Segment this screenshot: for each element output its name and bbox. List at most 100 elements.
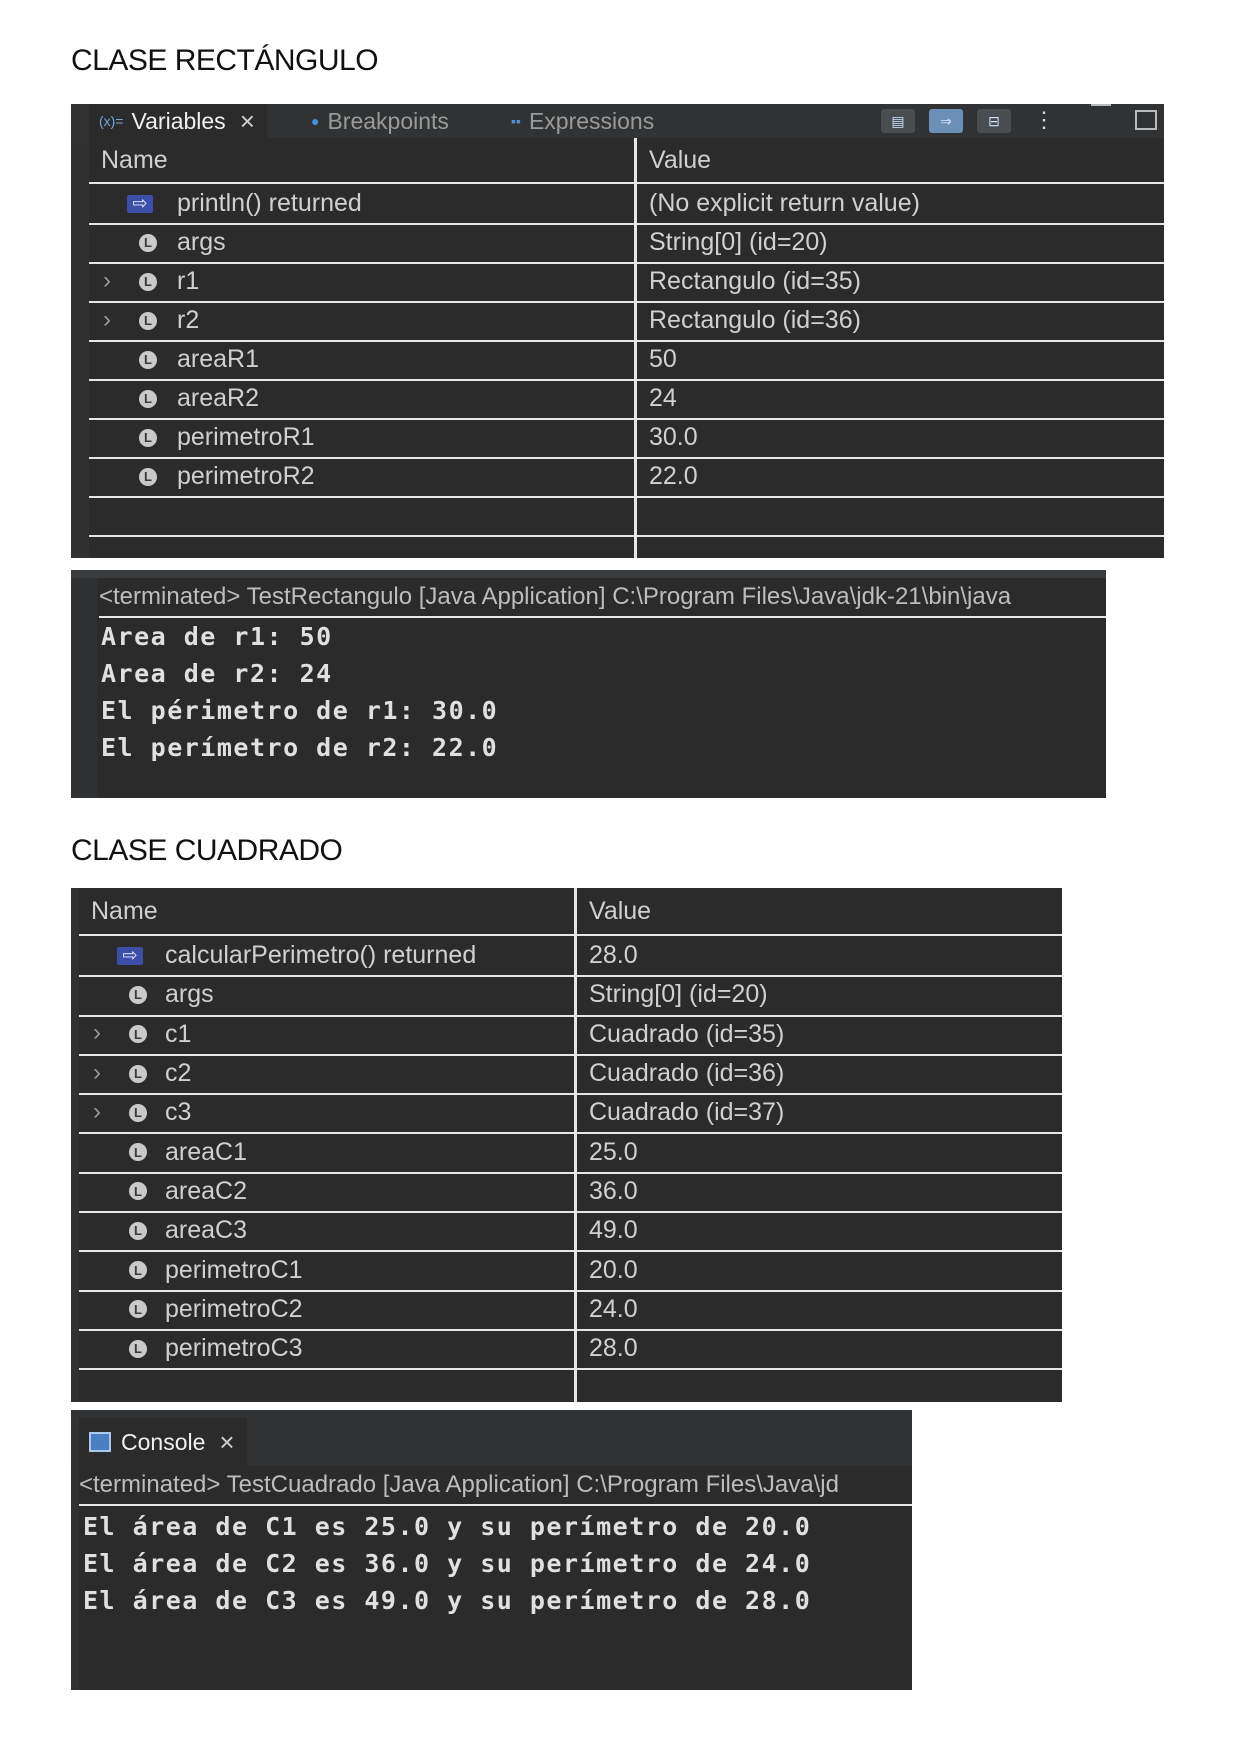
- variables-table: Name Value ⇨println() returned(No explic…: [89, 138, 1164, 558]
- expand-chevron-icon[interactable]: ›: [103, 266, 111, 294]
- expand-chevron-icon[interactable]: ›: [93, 1019, 101, 1047]
- column-header-name[interactable]: Name: [101, 145, 168, 174]
- variable-name: areaR2: [177, 384, 259, 412]
- collapse-all-button[interactable]: ⊟: [977, 109, 1011, 133]
- tab-breakpoints[interactable]: ● Breakpoints: [311, 104, 449, 138]
- tab-variables[interactable]: (x)= Variables ×: [89, 104, 267, 138]
- variable-value: (No explicit return value): [649, 189, 920, 217]
- console-line: El périmetro de r1: 30.0: [101, 696, 499, 725]
- console-line: Area de r1: 50: [101, 622, 333, 651]
- console-line: Area de r2: 24: [101, 659, 333, 688]
- expand-chevron-icon[interactable]: ›: [93, 1097, 101, 1125]
- local-variable-icon: L: [129, 1261, 147, 1280]
- variable-value: 24: [649, 384, 677, 412]
- breakpoints-icon: ●: [311, 113, 320, 129]
- console-icon: [89, 1432, 111, 1452]
- variable-name: areaC3: [165, 1216, 247, 1245]
- column-separator: [634, 138, 637, 558]
- maximize-icon[interactable]: [1135, 110, 1157, 130]
- variable-value: Cuadrado (id=35): [589, 1019, 785, 1048]
- collapse-all-icon: ⊟: [988, 112, 1000, 129]
- empty-row: [89, 496, 1164, 537]
- section-heading-cuadrado: CLASE CUADRADO: [71, 834, 343, 867]
- variable-name: perimetroC1: [165, 1255, 303, 1284]
- local-variable-icon: L: [139, 389, 157, 408]
- view-menu-icon[interactable]: ⋮: [1033, 107, 1055, 132]
- variable-value: 30.0: [649, 423, 698, 451]
- variable-value: 22.0: [649, 462, 698, 490]
- section-heading-rectangulo: CLASE RECTÁNGULO: [71, 44, 379, 77]
- table-row[interactable]: ⇨println() returned(No explicit return v…: [89, 184, 1164, 225]
- variable-name: perimetroC3: [165, 1334, 303, 1363]
- variable-name: r2: [177, 306, 200, 334]
- close-icon[interactable]: ×: [219, 1426, 235, 1457]
- variable-name: r1: [177, 267, 200, 295]
- variable-value: Cuadrado (id=37): [589, 1098, 785, 1127]
- variable-value: 28.0: [589, 1334, 638, 1363]
- show-type-names-button[interactable]: ▤: [881, 109, 915, 133]
- tab-console-label: Console: [121, 1428, 206, 1455]
- variable-value: 49.0: [589, 1216, 638, 1245]
- variable-name: println() returned: [177, 189, 362, 217]
- variable-value: 20.0: [589, 1255, 638, 1284]
- variable-value: Cuadrado (id=36): [589, 1059, 785, 1088]
- console-output[interactable]: El área de C1 es 25.0 y su perímetro de …: [83, 1512, 912, 1690]
- column-header-value[interactable]: Value: [589, 896, 652, 925]
- minimize-icon[interactable]: [1091, 104, 1111, 106]
- view-tab-bar: (x)= Variables × ● Breakpoints ▪▪ Expres…: [71, 104, 1164, 138]
- tab-console[interactable]: Console ×: [79, 1418, 247, 1466]
- expand-chevron-icon[interactable]: ›: [93, 1058, 101, 1086]
- expand-chevron-icon[interactable]: ›: [103, 305, 111, 333]
- column-header-value[interactable]: Value: [649, 145, 712, 174]
- local-variable-icon: L: [129, 1064, 147, 1083]
- console-tab-bar: Console ×: [71, 1410, 912, 1466]
- local-variable-icon: L: [129, 1182, 147, 1201]
- console-status: <terminated> TestRectangulo [Java Applic…: [99, 578, 1106, 618]
- column-header-name[interactable]: Name: [91, 896, 158, 925]
- local-variable-icon: L: [129, 1103, 147, 1122]
- close-icon[interactable]: ×: [239, 105, 255, 136]
- show-logical-structure-button[interactable]: ⇒: [929, 109, 963, 133]
- tab-expressions[interactable]: ▪▪ Expressions: [511, 104, 654, 138]
- local-variable-icon: L: [139, 233, 157, 252]
- table-header: Name Value: [89, 138, 1164, 184]
- variable-value: Rectangulo (id=36): [649, 306, 861, 334]
- variable-name: args: [177, 228, 226, 256]
- console-left-gutter: [71, 570, 97, 798]
- local-variable-icon: L: [129, 1300, 147, 1319]
- variables-view-cuadrado: Name Value ⇨calcularPerimetro() returned…: [71, 888, 1062, 1402]
- local-variable-icon: L: [129, 985, 147, 1004]
- local-variable-icon: L: [139, 350, 157, 369]
- local-variable-icon: L: [139, 311, 157, 330]
- variable-value: String[0] (id=20): [589, 980, 768, 1009]
- tab-variables-label: Variables: [131, 107, 226, 134]
- console-view-cuadrado: Console × <terminated> TestCuadrado [Jav…: [71, 1410, 912, 1690]
- tab-expressions-label: Expressions: [528, 107, 655, 134]
- local-variable-icon: L: [139, 467, 157, 486]
- console-tab-strip: [71, 570, 1106, 578]
- console-output[interactable]: Area de r1: 50 Area de r2: 24 El périmetro…: [101, 622, 1106, 798]
- variable-name: perimetroR1: [177, 423, 315, 451]
- tab-breakpoints-label: Breakpoints: [327, 107, 449, 134]
- variable-name: areaR1: [177, 345, 259, 373]
- console-left-gutter: [71, 1466, 79, 1690]
- variable-name: perimetroR2: [177, 462, 315, 490]
